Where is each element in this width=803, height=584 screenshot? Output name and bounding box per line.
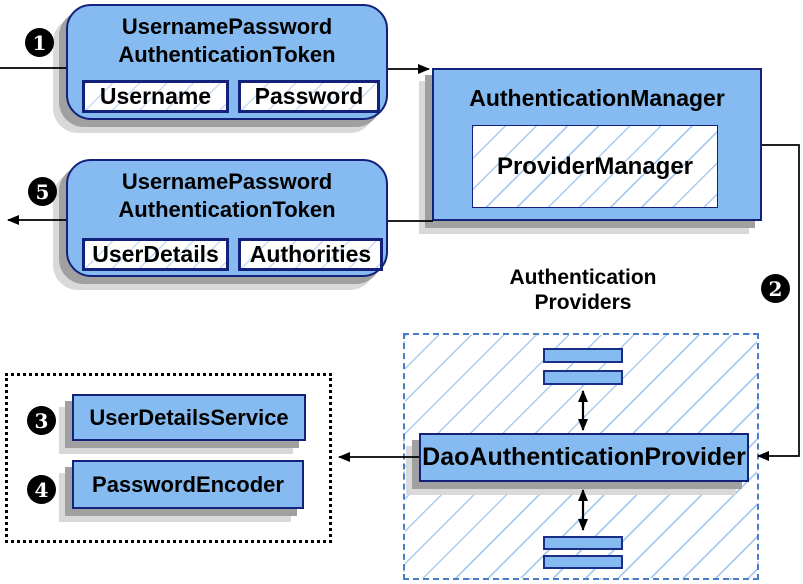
authorities-field-label: Authorities xyxy=(249,241,372,267)
response-token-title-line1: UsernamePassword xyxy=(121,169,333,194)
step-3-number: 3 xyxy=(34,408,49,433)
request-token-title-line2: AuthenticationToken xyxy=(118,42,336,67)
step-1-badge: 1 xyxy=(25,28,54,57)
step-2-badge: 2 xyxy=(761,274,790,303)
authorities-field: Authorities xyxy=(238,238,383,271)
provider-manager-box: ProviderManager xyxy=(472,125,718,208)
request-token-title-line1: UsernamePassword xyxy=(121,14,333,39)
authentication-manager-title: AuthenticationManager xyxy=(469,85,725,111)
provider-manager-label: ProviderManager xyxy=(496,152,694,180)
provider-placeholder-bar-top-1 xyxy=(543,348,623,363)
dao-authentication-provider-label: DaoAuthenticationProvider xyxy=(422,443,746,471)
provider-placeholder-bar-bottom-2 xyxy=(543,555,623,569)
userdetails-field: UserDetails xyxy=(82,238,229,271)
provider-placeholder-bar-top-2 xyxy=(543,370,623,385)
step-5-number: 5 xyxy=(35,179,50,204)
authentication-providers-label-line2: Providers xyxy=(534,291,632,314)
userdetails-field-label: UserDetails xyxy=(92,241,219,267)
step-4-badge: 4 xyxy=(27,475,56,504)
step-4-number: 4 xyxy=(34,477,49,502)
request-token-title: UsernamePassword AuthenticationToken xyxy=(68,13,386,69)
username-field-label: Username xyxy=(99,83,212,109)
response-token-node: UsernamePassword AuthenticationToken Use… xyxy=(66,159,388,277)
username-field: Username xyxy=(82,80,229,113)
step-3-badge: 3 xyxy=(27,406,56,435)
request-token-node: UsernamePassword AuthenticationToken Use… xyxy=(66,4,388,120)
authentication-providers-label: Authentication Providers xyxy=(448,265,718,315)
step-1-number: 1 xyxy=(32,30,47,55)
response-token-title-line2: AuthenticationToken xyxy=(118,197,336,222)
step-5-badge: 5 xyxy=(28,177,57,206)
provider-placeholder-bar-bottom-1 xyxy=(543,536,623,550)
password-encoder-label: PasswordEncoder xyxy=(92,471,284,497)
user-details-service-node: UserDetailsService xyxy=(72,394,306,441)
authentication-providers-label-line1: Authentication xyxy=(509,266,657,289)
authentication-manager-node: AuthenticationManager ProviderManager xyxy=(432,68,762,221)
user-details-service-label: UserDetailsService xyxy=(89,404,289,430)
response-token-title: UsernamePassword AuthenticationToken xyxy=(68,168,386,224)
password-encoder-node: PasswordEncoder xyxy=(72,460,304,509)
dao-authentication-provider-node: DaoAuthenticationProvider xyxy=(419,433,749,482)
step-2-number: 2 xyxy=(768,276,783,301)
password-field-label: Password xyxy=(254,83,364,109)
password-field: Password xyxy=(238,80,380,113)
